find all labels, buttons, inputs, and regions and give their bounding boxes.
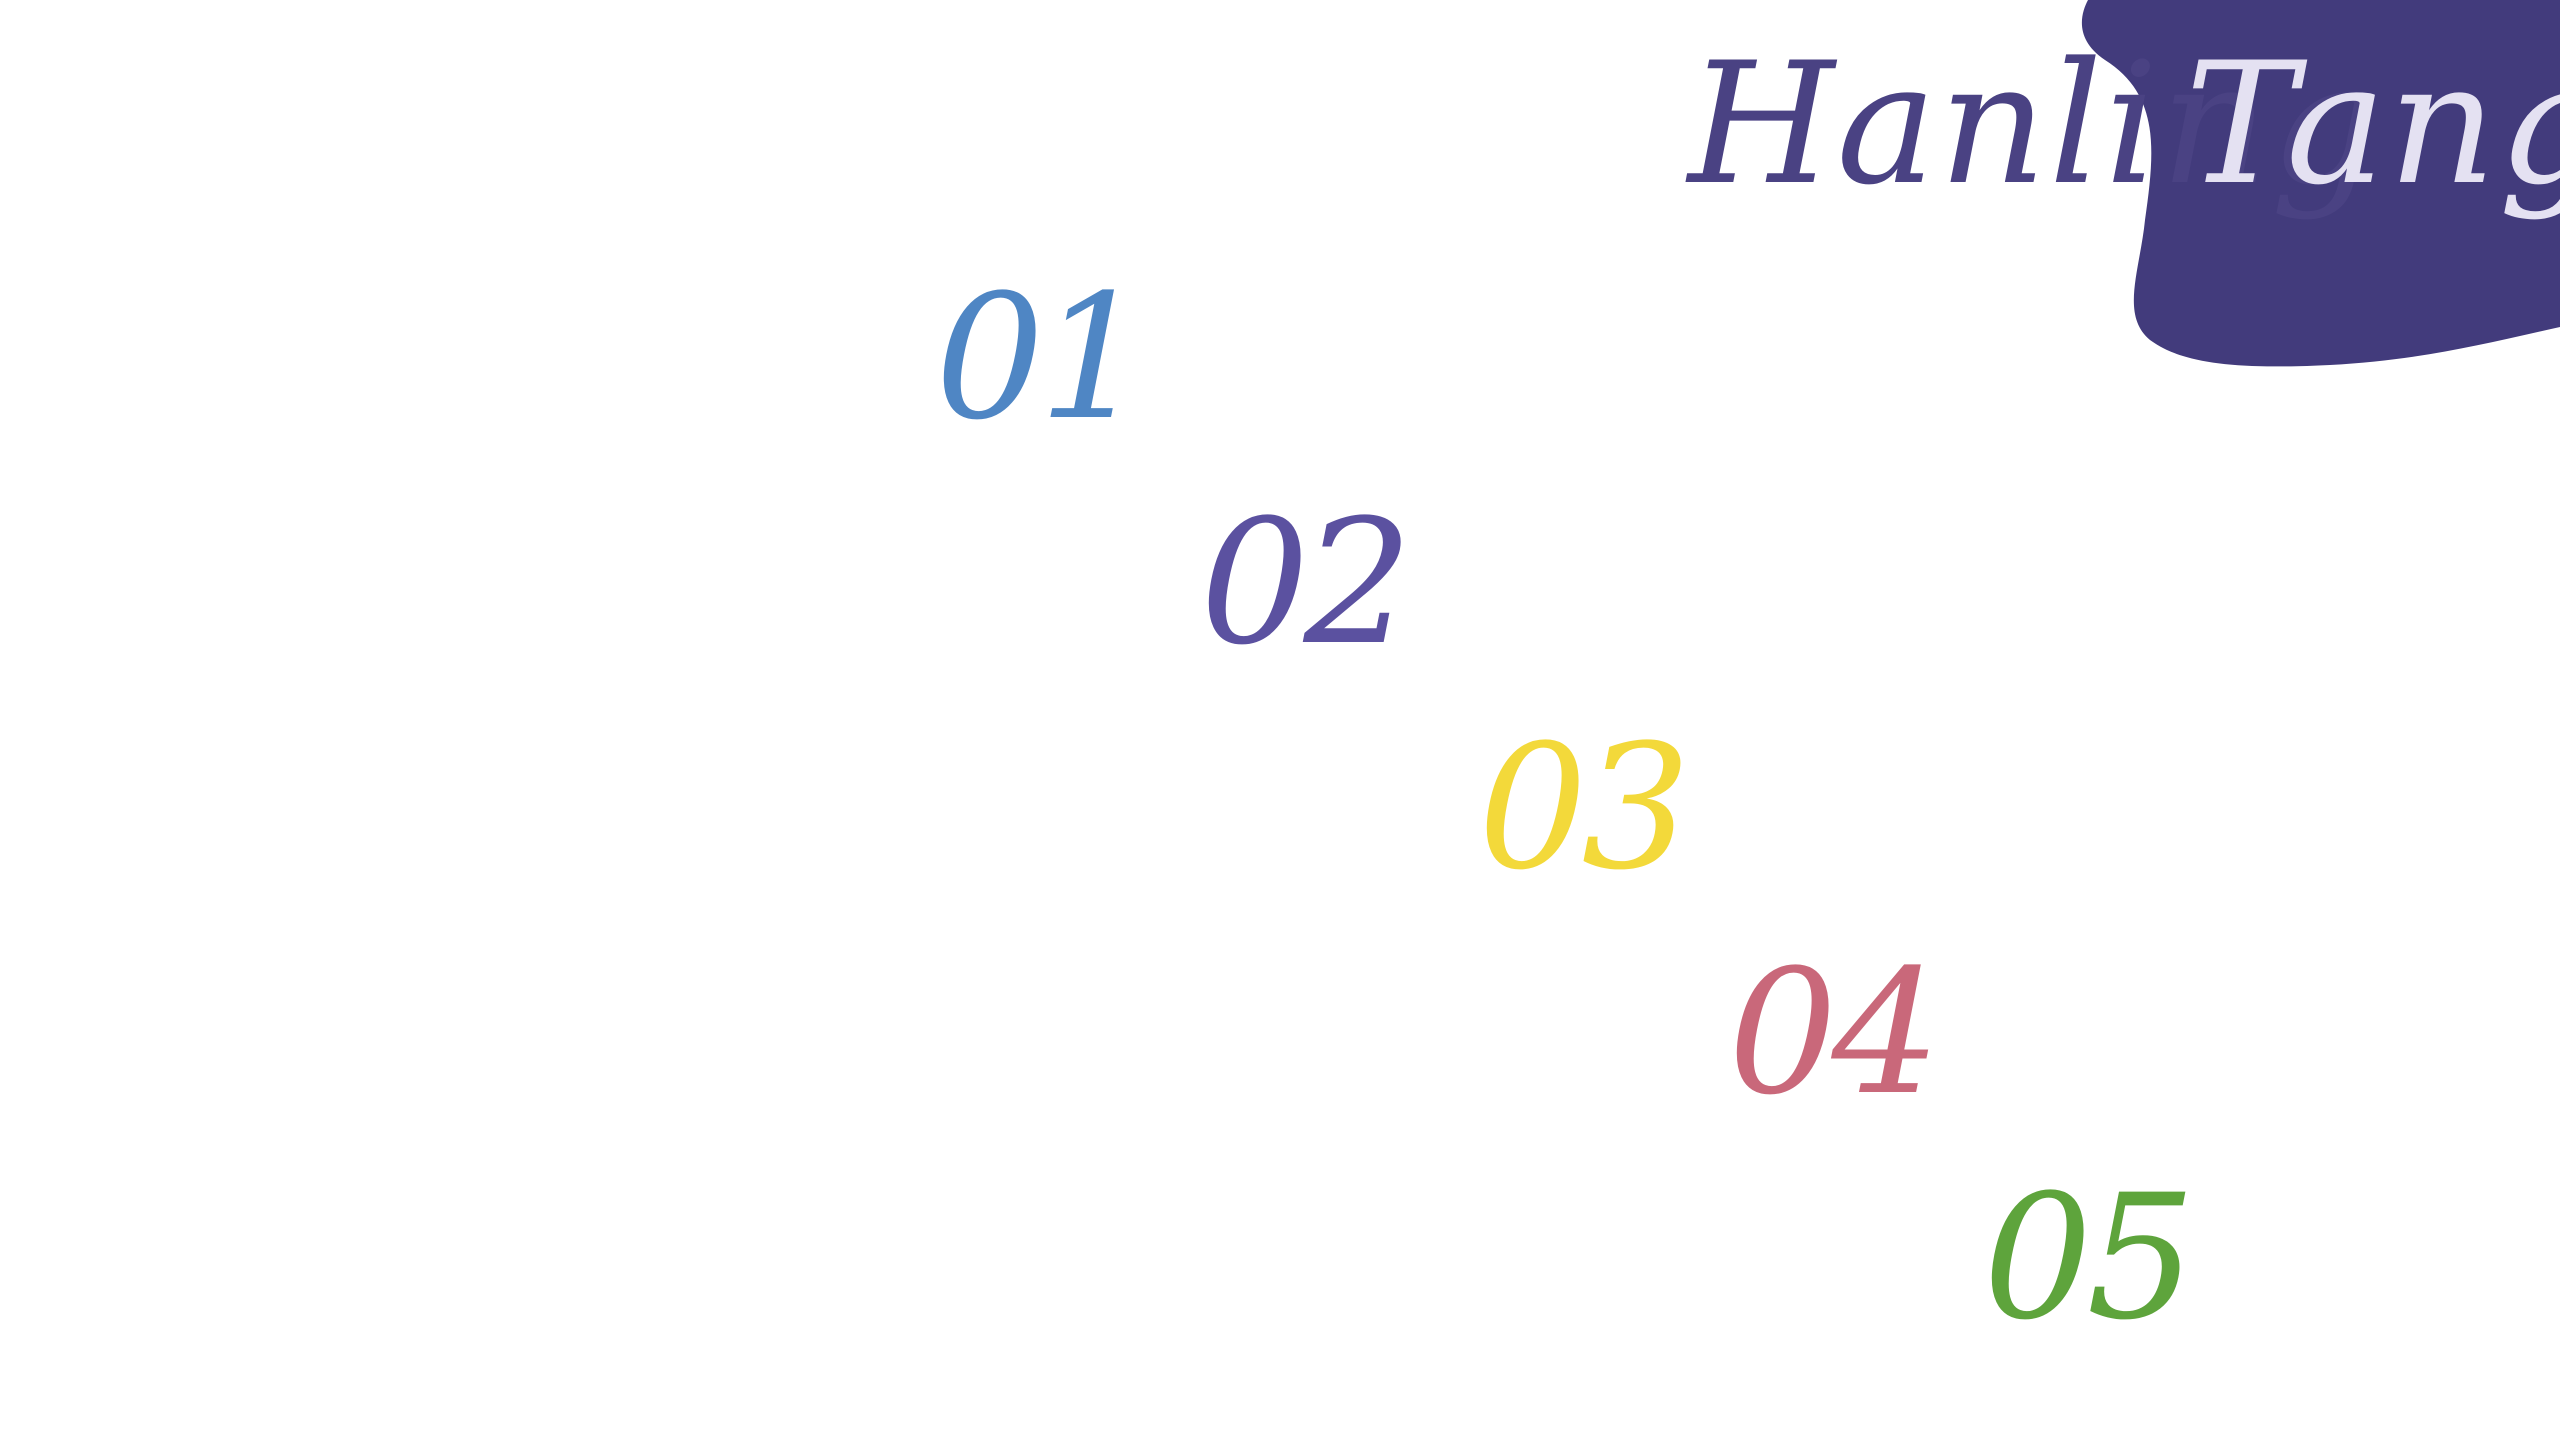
- author-first-name: Hanling: [1688, 26, 2381, 222]
- step-number-03: 03: [1478, 707, 1691, 908]
- step-number-02: 02: [1200, 482, 1413, 683]
- step-number-04: 04: [1728, 932, 1941, 1133]
- step-number-01: 01: [935, 257, 1148, 458]
- corner-blob-path: [2081, 0, 2560, 367]
- step-number-05: 05: [1983, 1157, 2196, 1358]
- author-last-name: Tang: [2185, 26, 2560, 222]
